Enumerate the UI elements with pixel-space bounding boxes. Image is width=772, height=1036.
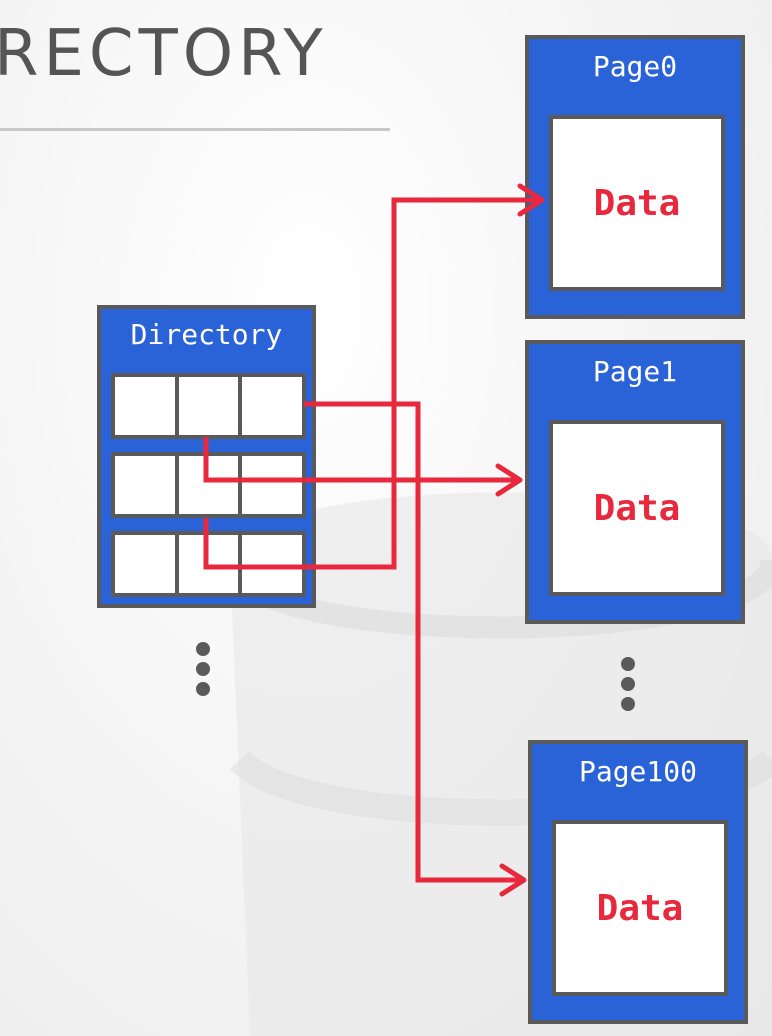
arrowhead-page-100-icon xyxy=(499,863,527,897)
arrowhead-page-0-icon xyxy=(517,183,545,217)
arrow-to-page-0 xyxy=(203,197,540,570)
directory-cell xyxy=(179,377,243,435)
page-100-label: Page100 xyxy=(578,755,697,788)
page-1-data-box: Data xyxy=(549,420,725,596)
page-0-data-label: Data xyxy=(593,182,681,224)
directory-cell xyxy=(115,377,179,435)
directory-cell xyxy=(179,535,243,593)
page-1-block: Page1 Data xyxy=(525,340,745,624)
page-0-block: Page0 Data xyxy=(525,35,745,319)
directory-label: Directory xyxy=(130,318,283,351)
page-100-data-box: Data xyxy=(552,820,728,996)
page-100-block: Page100 Data xyxy=(528,740,748,1024)
directory-cell xyxy=(115,456,179,514)
page-100-data-label: Data xyxy=(596,887,684,929)
arrow-to-page-1 xyxy=(203,437,518,483)
page-1-label: Page1 xyxy=(592,355,678,388)
directory-cell xyxy=(115,535,179,593)
pages-ellipsis-icon xyxy=(621,657,635,717)
arrow-to-page-100 xyxy=(304,401,522,883)
arrowhead-page-1-icon xyxy=(495,463,523,497)
page-0-data-box: Data xyxy=(549,115,725,291)
slide-title: RECTORY xyxy=(0,17,328,91)
directory-ellipsis-icon xyxy=(196,642,210,702)
directory-cell xyxy=(179,456,243,514)
title-underline xyxy=(0,128,390,131)
page-0-label: Page0 xyxy=(592,50,678,83)
page-1-data-label: Data xyxy=(593,487,681,529)
